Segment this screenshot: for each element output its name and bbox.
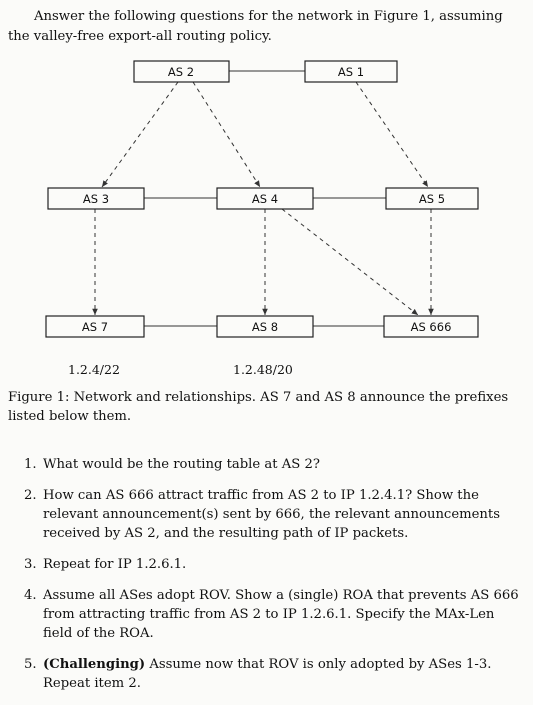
node-as3: AS 3 (47, 187, 145, 210)
question-text: Assume all ASes adopt ROV. Show a (singl… (43, 588, 519, 641)
question-text: Repeat for IP 1.2.6.1. (43, 557, 187, 572)
question-emphasis: (Challenging) (43, 657, 146, 672)
node-as1: AS 1 (304, 60, 398, 83)
edge-as2-as3 (101, 81, 179, 188)
edge-as4-as666 (281, 208, 419, 316)
question-number: 2. (24, 488, 37, 503)
question-number: 5. (24, 657, 37, 672)
node-as3-label: AS 3 (83, 192, 109, 206)
node-as4: AS 4 (216, 187, 314, 210)
question-list: 1. What would be the routing table at AS… (24, 455, 519, 705)
question-text: Assume now that ROV is only adopted by A… (43, 657, 492, 691)
question-number: 1. (24, 457, 37, 472)
question-item: 4. Assume all ASes adopt ROV. Show a (si… (24, 586, 519, 643)
question-item: 2. How can AS 666 attract traffic from A… (24, 486, 519, 543)
node-as666: AS 666 (383, 315, 479, 338)
question-text: How can AS 666 attract traffic from AS 2… (43, 488, 500, 541)
figure-caption: Figure 1: Network and relationships. AS … (8, 390, 509, 424)
question-number: 4. (24, 588, 37, 603)
question-number: 3. (24, 557, 37, 572)
node-as5: AS 5 (385, 187, 479, 210)
intro-text: Answer the following questions for the n… (8, 9, 503, 44)
question-item: 1. What would be the routing table at AS… (24, 455, 519, 474)
network-diagram: AS 2 AS 1 AS 3 AS 4 AS 5 AS 7 AS 8 AS 66… (45, 60, 479, 338)
prefix-as8: 1.2.48/20 (233, 362, 293, 377)
node-as5-label: AS 5 (419, 192, 445, 206)
node-as1-label: AS 1 (338, 65, 364, 79)
node-as4-label: AS 4 (252, 192, 278, 206)
node-as2: AS 2 (133, 60, 230, 83)
node-as8-label: AS 8 (252, 320, 278, 334)
question-item: 5. (Challenging) Assume now that ROV is … (24, 655, 519, 693)
question-text: What would be the routing table at AS 2? (43, 457, 320, 472)
edge-as1-as5 (355, 81, 429, 188)
prefix-as7: 1.2.4/22 (68, 362, 120, 377)
edge-as2-as4 (192, 81, 261, 188)
node-as7: AS 7 (45, 315, 145, 338)
node-as8: AS 8 (216, 315, 314, 338)
node-as7-label: AS 7 (82, 320, 108, 334)
node-as666-label: AS 666 (411, 320, 452, 334)
node-as2-label: AS 2 (168, 65, 194, 79)
question-item: 3. Repeat for IP 1.2.6.1. (24, 555, 519, 574)
